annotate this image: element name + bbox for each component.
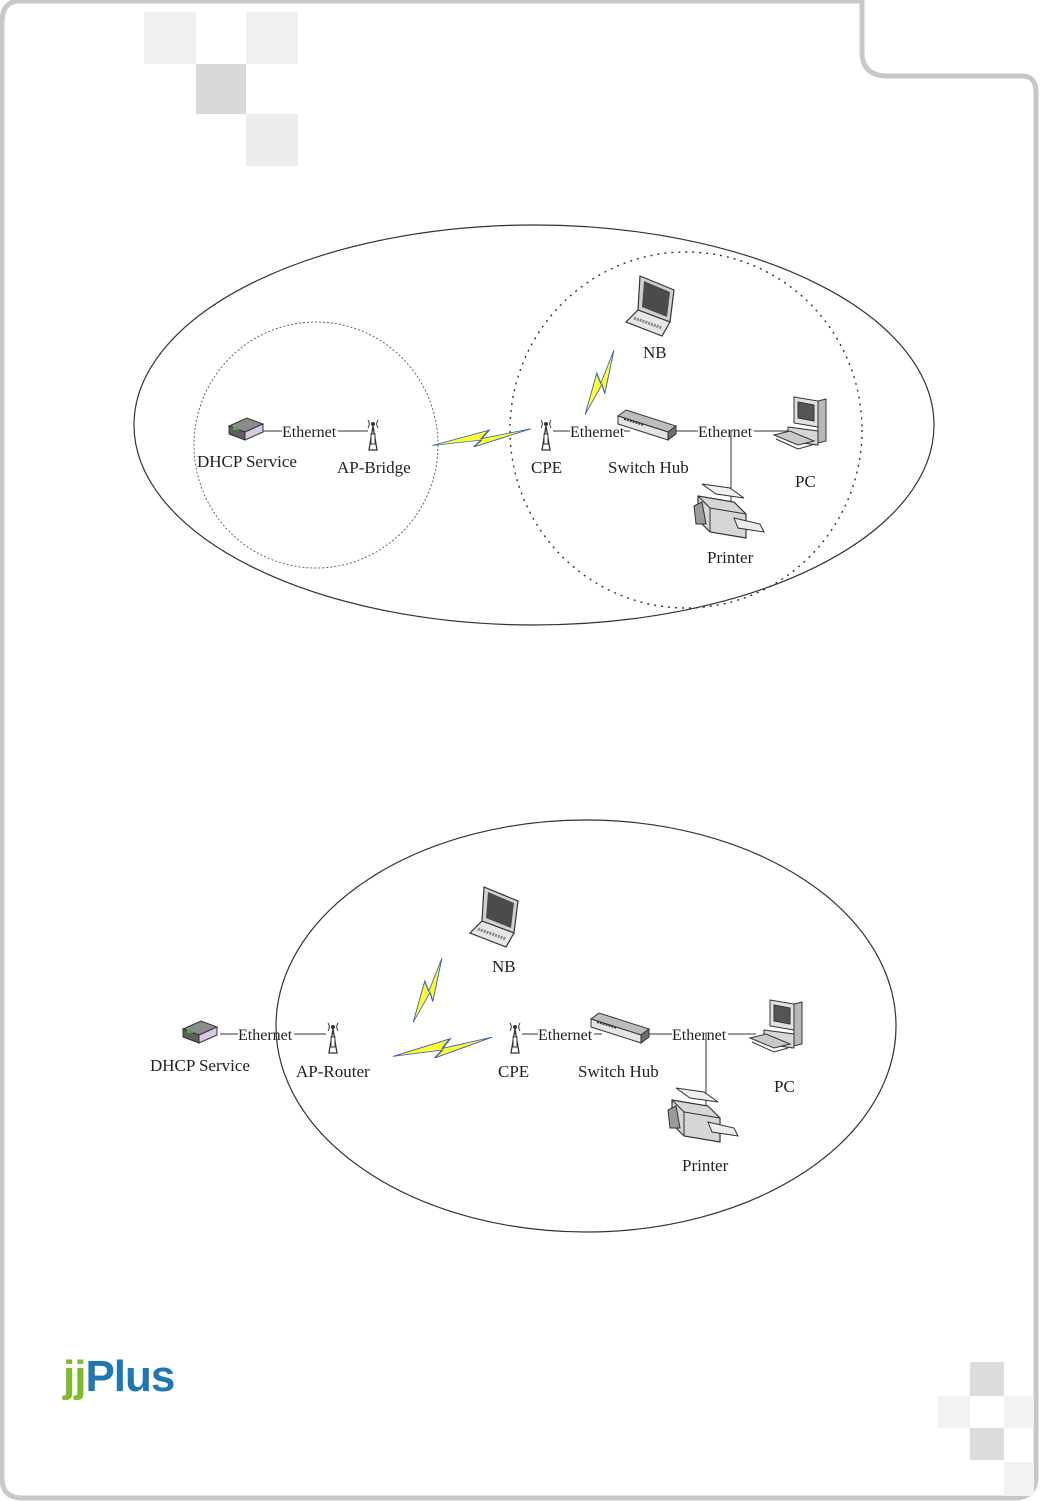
ethernet-label: Ethernet: [538, 1027, 593, 1044]
printer-label: Printer: [707, 548, 754, 567]
dhcp-service-label: DHCP Service: [197, 452, 297, 471]
printer-icon: [694, 484, 764, 538]
ethernet-label: Ethernet: [282, 424, 337, 441]
cpe-antenna-icon: [541, 420, 551, 450]
pc-icon: [774, 397, 826, 449]
local-zone-circle: [194, 322, 438, 568]
ap-antenna-icon: [328, 1023, 338, 1053]
pc-icon: [750, 1000, 802, 1052]
wireless-bolt-icon: [393, 1037, 492, 1058]
notebook-icon: [626, 276, 674, 336]
dhcp-router-icon: [229, 418, 263, 440]
ap-bridge-label: AP-Bridge: [337, 458, 411, 477]
wireless-bolt-icon: [570, 350, 629, 415]
printer-icon: [668, 1088, 738, 1142]
cpe-label: CPE: [531, 458, 562, 477]
ethernet-label: Ethernet: [698, 424, 753, 441]
pc-label: PC: [774, 1077, 795, 1096]
logo-part-jj: jj: [63, 1352, 85, 1401]
switch-hub-icon: [618, 410, 676, 440]
cpe-label: CPE: [498, 1062, 529, 1081]
dhcp-router-icon: [183, 1021, 217, 1043]
printer-label: Printer: [682, 1156, 729, 1175]
decor-squares-bottom: [938, 1362, 1034, 1496]
diagram-ap-router: Ethernet Ethernet Ethernet DHCP Service …: [150, 820, 896, 1232]
diagram-ap-bridge: Ethernet Ethernet Ethernet DHCP Service …: [134, 225, 934, 625]
switch-hub-label: Switch Hub: [608, 458, 689, 477]
network-boundary-ellipse: [276, 820, 896, 1232]
logo-part-plus: Plus: [85, 1352, 174, 1401]
decor-squares-top: [144, 12, 298, 166]
wireless-bolt-icon: [432, 429, 531, 447]
nb-label: NB: [643, 343, 667, 362]
cpe-antenna-icon: [510, 1023, 520, 1053]
ap-router-label: AP-Router: [296, 1062, 370, 1081]
ethernet-label: Ethernet: [238, 1027, 293, 1044]
switch-hub-icon: [591, 1013, 649, 1043]
ethernet-label: Ethernet: [570, 424, 625, 441]
dhcp-service-label: DHCP Service: [150, 1056, 250, 1075]
nb-label: NB: [492, 957, 516, 976]
ap-antenna-icon: [368, 420, 378, 450]
jjplus-logo: jjPlus: [63, 1355, 174, 1399]
switch-hub-label: Switch Hub: [578, 1062, 659, 1081]
notebook-icon: [470, 887, 518, 947]
ethernet-label: Ethernet: [672, 1027, 727, 1044]
wireless-bolt-icon: [398, 958, 457, 1023]
pc-label: PC: [795, 472, 816, 491]
